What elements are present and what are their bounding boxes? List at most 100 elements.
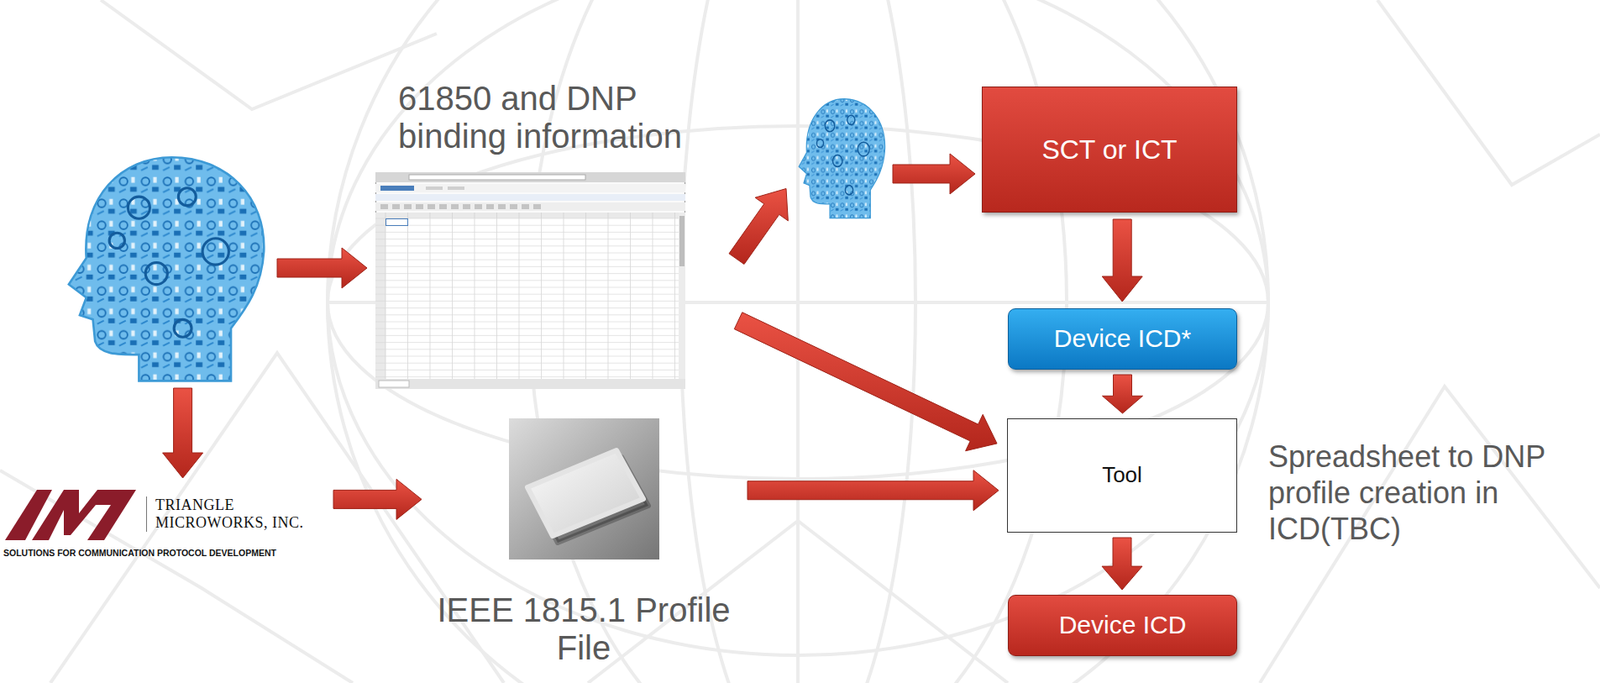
grid-line bbox=[375, 279, 679, 281]
knowledge-icon bbox=[844, 185, 853, 195]
block-arrow bbox=[1102, 374, 1144, 414]
toolbar-button bbox=[451, 204, 459, 210]
grid-line bbox=[375, 348, 679, 350]
grid-line bbox=[375, 238, 679, 240]
grid-line bbox=[375, 327, 679, 329]
knowledge-icon bbox=[847, 115, 856, 125]
annotation: Spreadsheet to DNP profile creation in I… bbox=[1268, 438, 1580, 548]
grid-line bbox=[375, 293, 679, 294]
knowledge-icon bbox=[857, 141, 870, 157]
thinker-head bbox=[51, 152, 271, 383]
grid-line bbox=[375, 251, 679, 253]
globe-outline bbox=[327, 0, 1269, 683]
grid-line bbox=[674, 212, 676, 379]
grid-line bbox=[451, 212, 453, 379]
network-line bbox=[0, 470, 353, 683]
grid-line bbox=[375, 307, 679, 309]
grid-line bbox=[375, 245, 679, 247]
block-arrow bbox=[729, 188, 788, 265]
toolbar-button bbox=[403, 204, 412, 210]
grid-line bbox=[608, 212, 609, 379]
sheet-tabs bbox=[375, 378, 686, 389]
logo-shape bbox=[31, 489, 137, 541]
block-arrow bbox=[747, 470, 999, 511]
menu-item bbox=[447, 186, 465, 190]
grid-line bbox=[375, 320, 679, 322]
toolbar-button bbox=[462, 204, 471, 210]
window-frame bbox=[376, 172, 686, 389]
block-arrow bbox=[1101, 219, 1143, 302]
tab-bar bbox=[375, 194, 686, 201]
head-illustration bbox=[791, 96, 888, 220]
grid-area bbox=[375, 212, 679, 379]
spreadsheet-screenshot: 61850 and DNP binding information bbox=[375, 79, 729, 389]
row-header bbox=[375, 212, 386, 379]
grid-line bbox=[375, 299, 679, 301]
scroll-thumb bbox=[679, 215, 685, 267]
grid-line bbox=[385, 212, 387, 379]
knowledge-icon bbox=[127, 196, 150, 219]
knowledge-icon bbox=[202, 238, 229, 265]
grid-line bbox=[375, 265, 679, 267]
selected-cell bbox=[386, 218, 409, 226]
network-line bbox=[50, 352, 504, 683]
toolbar bbox=[375, 202, 686, 211]
grid-line bbox=[519, 212, 520, 379]
grid-line bbox=[375, 224, 679, 226]
block-arrow bbox=[1101, 537, 1143, 590]
company-logo: TRIANGLE MICROWORKS, INC.SOLUTIONS FOR C… bbox=[3, 484, 322, 558]
grid-line bbox=[496, 212, 498, 379]
caption: IEEE 1815.1 Profile File bbox=[428, 591, 740, 667]
toolbar-button bbox=[521, 204, 530, 210]
network-line bbox=[1377, 0, 1600, 185]
grid-line bbox=[375, 286, 679, 288]
logo-mark bbox=[3, 484, 138, 544]
node-label: Tool bbox=[1101, 462, 1143, 488]
toolbar-button bbox=[498, 204, 506, 210]
grid-line bbox=[375, 334, 679, 336]
knowledge-icon bbox=[824, 120, 835, 132]
app-logo bbox=[380, 185, 415, 191]
process-box: Tool bbox=[1007, 418, 1238, 533]
grid-line bbox=[375, 217, 679, 219]
grid-line bbox=[563, 212, 565, 379]
column-header bbox=[375, 212, 679, 219]
block-arrow bbox=[333, 478, 422, 520]
file-box: Device ICD* bbox=[1007, 308, 1238, 370]
toolbar-button bbox=[415, 204, 424, 210]
network-line bbox=[100, 0, 437, 110]
photo-ground bbox=[508, 418, 660, 560]
toolbar-button bbox=[509, 204, 518, 210]
grid-line bbox=[407, 212, 409, 379]
knowledge-icon bbox=[816, 139, 824, 148]
block-arrow bbox=[162, 388, 204, 478]
node-label: Device ICD* bbox=[1054, 324, 1191, 354]
grid-line bbox=[375, 314, 679, 315]
profile-file: IEEE 1815.1 Profile File bbox=[428, 418, 740, 667]
toolbar-button bbox=[427, 204, 436, 210]
grid-line bbox=[375, 368, 679, 370]
grid-line bbox=[375, 341, 679, 343]
card-image bbox=[508, 418, 660, 560]
engineer-head bbox=[791, 96, 888, 220]
head-silhouette bbox=[798, 99, 885, 219]
scrollbar bbox=[678, 212, 686, 379]
address-bar bbox=[409, 174, 586, 180]
knowledge-icon bbox=[145, 262, 168, 284]
tool-box: SCT or ICT bbox=[981, 86, 1238, 213]
knowledge-icon bbox=[178, 188, 196, 206]
grid-line bbox=[474, 212, 476, 379]
block-arrow bbox=[277, 247, 368, 289]
grid-line bbox=[375, 230, 679, 232]
file-box: Device ICD bbox=[1007, 594, 1238, 656]
grid-line bbox=[375, 272, 679, 274]
grid-line bbox=[375, 361, 679, 363]
network-line bbox=[1259, 386, 1600, 683]
toolbar-button bbox=[486, 204, 494, 210]
toolbar-button bbox=[439, 204, 447, 210]
grid-line bbox=[585, 212, 587, 379]
grid-line bbox=[375, 376, 679, 378]
toolbar-button bbox=[392, 204, 400, 210]
